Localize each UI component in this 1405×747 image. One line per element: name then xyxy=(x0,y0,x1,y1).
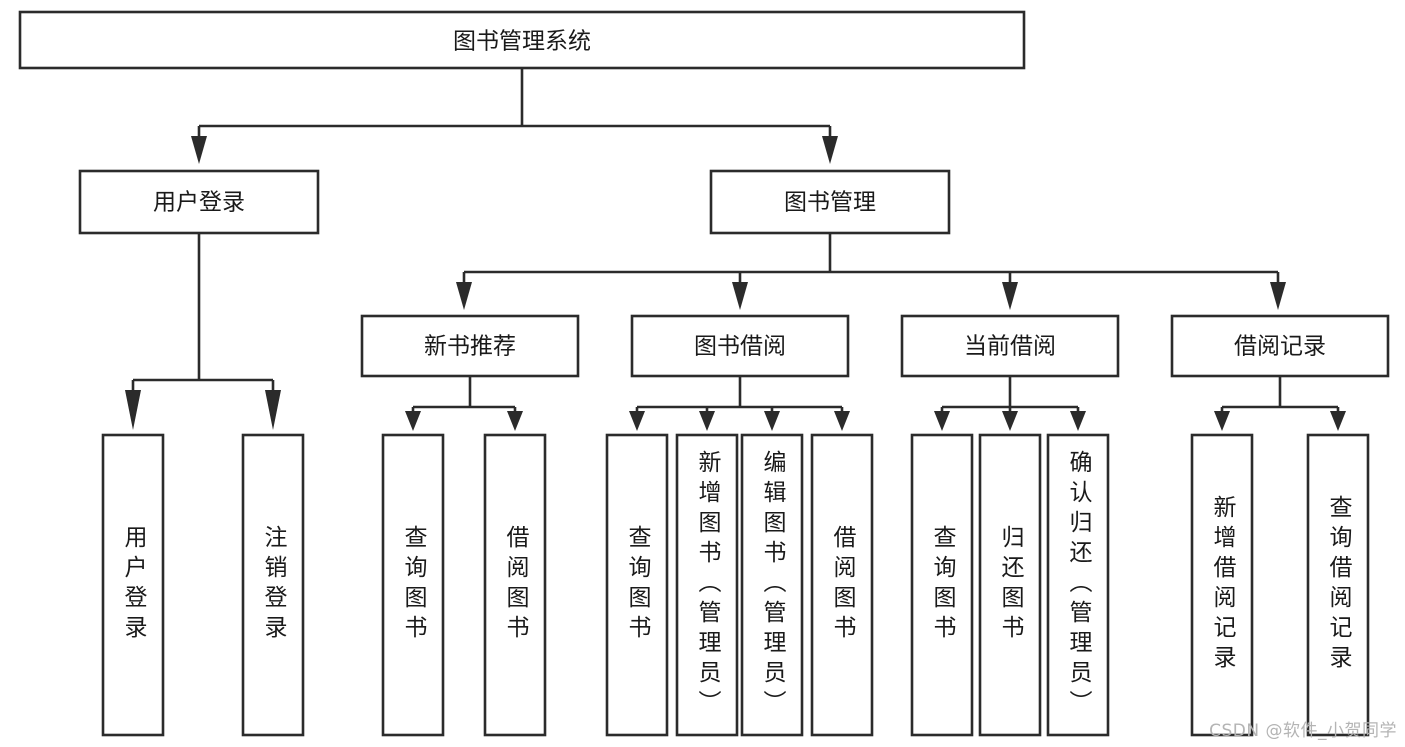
node-leaf-user-login[interactable]: 用户登录 xyxy=(101,433,165,737)
arrow-head-current-borrow xyxy=(1002,282,1018,310)
node-new-book-recommend-box[interactable] xyxy=(360,314,580,378)
node-leaf-confirm-return-admin-box[interactable] xyxy=(1046,433,1110,737)
node-user-login[interactable]: 用户登录 xyxy=(78,169,320,235)
node-leaf-user-logout[interactable]: 注销登录 xyxy=(241,433,305,737)
node-leaf-borrow-book-box[interactable] xyxy=(810,433,874,737)
node-new-book-recommend[interactable]: 新书推荐 xyxy=(360,314,580,378)
arrow-head-leaf-edit-book-admin xyxy=(764,411,780,431)
arrow-head-book-manage xyxy=(822,136,838,164)
node-leaf-return-book-label: 归还图书 xyxy=(997,525,1025,645)
node-leaf-borrow-book[interactable]: 借阅图书 xyxy=(810,433,874,737)
node-book-borrow-label: 图书借阅 xyxy=(694,334,786,360)
node-leaf-edit-book-admin[interactable]: 编辑图书（管理员） xyxy=(740,433,804,737)
node-leaf-edit-book-admin-box[interactable] xyxy=(740,433,804,737)
node-book-borrow-box[interactable] xyxy=(630,314,850,378)
arrow-head-leaf-user-logout xyxy=(265,390,281,430)
node-leaf-confirm-return-admin[interactable]: 确认归还（管理员） xyxy=(1046,433,1110,737)
node-leaf-query-book-borrow-box[interactable] xyxy=(605,433,669,737)
arrow-head-borrow-record xyxy=(1270,282,1286,310)
node-leaf-user-logout-box[interactable] xyxy=(241,433,305,737)
node-new-book-recommend-label: 新书推荐 xyxy=(424,334,516,360)
node-user-login-label: 用户登录 xyxy=(153,190,245,216)
node-leaf-query-borrow-record-label: 查询借阅记录 xyxy=(1325,495,1353,675)
node-leaf-add-book-admin[interactable]: 新增图书（管理员） xyxy=(675,433,739,737)
arrow-head-leaf-query-book-current xyxy=(934,411,950,431)
node-leaf-query-book-rec-label: 查询图书 xyxy=(400,525,428,645)
node-leaf-borrow-book-label: 借阅图书 xyxy=(829,525,857,645)
node-leaf-query-borrow-record[interactable]: 查询借阅记录 xyxy=(1306,433,1370,737)
node-current-borrow-label: 当前借阅 xyxy=(964,334,1056,360)
arrow-head-book-borrow xyxy=(732,282,748,310)
node-leaf-return-book[interactable]: 归还图书 xyxy=(978,433,1042,737)
node-book-manage[interactable]: 图书管理 xyxy=(709,169,951,235)
node-leaf-add-book-admin-box[interactable] xyxy=(675,433,739,737)
node-book-manage-label: 图书管理 xyxy=(784,190,876,216)
node-leaf-query-book-rec[interactable]: 查询图书 xyxy=(381,433,445,737)
node-leaf-add-book-admin-label: 新增图书（管理员） xyxy=(694,450,722,720)
node-leaf-query-book-borrow[interactable]: 查询图书 xyxy=(605,433,669,737)
arrow-head-leaf-query-book-borrow xyxy=(629,411,645,431)
arrow-head-leaf-query-book-rec xyxy=(405,411,421,431)
node-leaf-add-borrow-record-box[interactable] xyxy=(1190,433,1254,737)
node-leaf-query-book-current-label: 查询图书 xyxy=(929,525,957,645)
arrow-head-user-login xyxy=(191,136,207,164)
node-leaf-add-borrow-record-label: 新增借阅记录 xyxy=(1209,495,1237,675)
node-leaf-query-book-current[interactable]: 查询图书 xyxy=(910,433,974,737)
node-leaf-add-borrow-record[interactable]: 新增借阅记录 xyxy=(1190,433,1254,737)
node-book-borrow[interactable]: 图书借阅 xyxy=(630,314,850,378)
arrow-head-leaf-add-book-admin xyxy=(699,411,715,431)
node-leaf-query-book-borrow-label: 查询图书 xyxy=(624,525,652,645)
node-leaf-query-book-current-box[interactable] xyxy=(910,433,974,737)
arrow-head-leaf-add-borrow-record xyxy=(1214,411,1230,431)
node-leaf-user-login-label: 用户登录 xyxy=(120,525,148,645)
node-borrow-record-box[interactable] xyxy=(1170,314,1390,378)
node-root-box[interactable] xyxy=(18,10,1026,70)
node-current-borrow-box[interactable] xyxy=(900,314,1120,378)
node-user-login-box[interactable] xyxy=(78,169,320,235)
node-leaf-borrow-book-rec-label: 借阅图书 xyxy=(502,525,530,645)
node-root-label: 图书管理系统 xyxy=(453,29,591,55)
node-leaf-borrow-book-rec[interactable]: 借阅图书 xyxy=(483,433,547,737)
node-current-borrow[interactable]: 当前借阅 xyxy=(900,314,1120,378)
node-leaf-edit-book-admin-label: 编辑图书（管理员） xyxy=(759,450,787,720)
arrow-head-leaf-user-login xyxy=(125,390,141,430)
arrow-head-leaf-borrow-book xyxy=(834,411,850,431)
arrow-head-new-book-recommend xyxy=(456,282,472,310)
node-borrow-record[interactable]: 借阅记录 xyxy=(1170,314,1390,378)
node-book-manage-box[interactable] xyxy=(709,169,951,235)
connector-layer xyxy=(125,68,1346,431)
node-root[interactable]: 图书管理系统 xyxy=(18,10,1026,70)
node-leaf-user-logout-label: 注销登录 xyxy=(260,525,288,645)
node-leaf-query-book-rec-box[interactable] xyxy=(381,433,445,737)
node-leaf-user-login-box[interactable] xyxy=(101,433,165,737)
node-leaf-query-borrow-record-box[interactable] xyxy=(1306,433,1370,737)
node-leaf-return-book-box[interactable] xyxy=(978,433,1042,737)
arrow-head-leaf-return-book xyxy=(1002,411,1018,431)
arrow-head-leaf-borrow-book-rec xyxy=(507,411,523,431)
node-leaf-confirm-return-admin-label: 确认归还（管理员） xyxy=(1065,450,1093,720)
arrow-head-leaf-confirm-return-admin xyxy=(1070,411,1086,431)
node-borrow-record-label: 借阅记录 xyxy=(1234,334,1326,360)
node-leaf-borrow-book-rec-box[interactable] xyxy=(483,433,547,737)
arrow-head-leaf-query-borrow-record xyxy=(1330,411,1346,431)
